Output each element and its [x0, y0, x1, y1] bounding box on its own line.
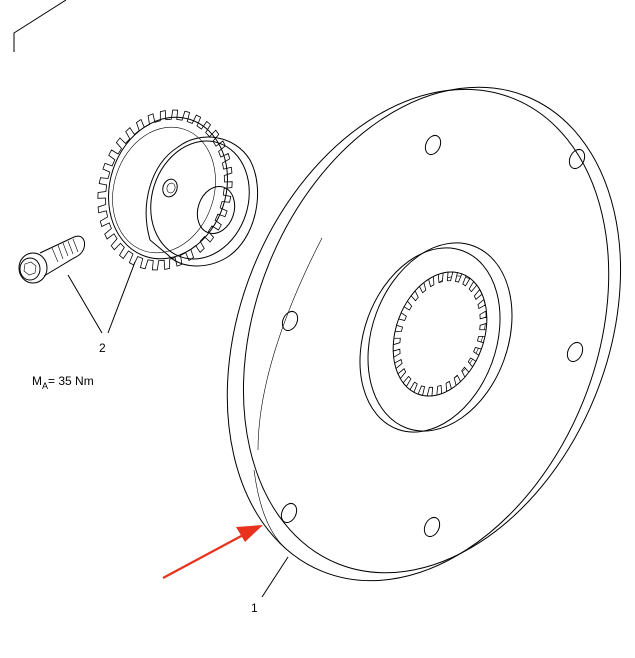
label-part-1: 1 — [251, 601, 258, 615]
bolt-holes — [280, 134, 586, 538]
leader-part-2-screw — [67, 274, 103, 334]
spur-gear-icon — [97, 109, 258, 271]
flex-plate-icon — [226, 86, 622, 582]
hub-boss — [359, 242, 513, 433]
socket-head-screw-icon — [18, 235, 85, 284]
tooth-ring — [392, 271, 488, 397]
frame-corner — [13, 0, 67, 52]
leader-part-2-gear — [107, 261, 136, 334]
torque-spec: MA= 35 Nm — [32, 374, 94, 391]
red-arrow-icon — [162, 525, 263, 579]
leader-part-1 — [261, 556, 289, 598]
spline-teeth — [392, 271, 488, 397]
label-part-2: 2 — [99, 341, 106, 355]
